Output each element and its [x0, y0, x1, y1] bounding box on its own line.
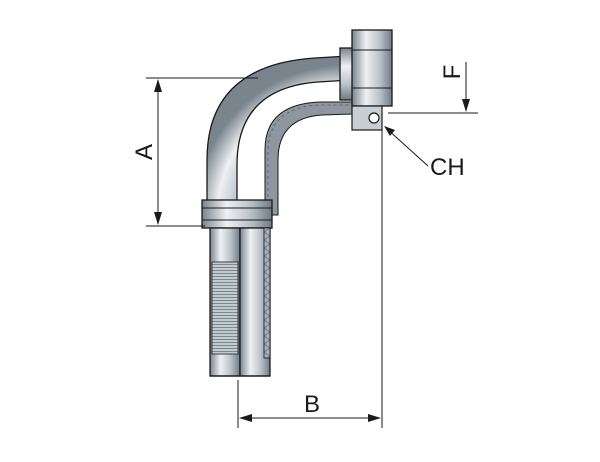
label-a: A — [131, 144, 158, 160]
label-b: B — [304, 391, 320, 418]
thread-section — [211, 261, 239, 355]
label-ch: CH — [430, 154, 465, 181]
inner-bore — [264, 101, 353, 216]
callout-ch: CH — [384, 126, 465, 181]
rib-section — [263, 227, 271, 359]
b-arrow-right — [368, 414, 381, 422]
f-arrow — [462, 99, 470, 112]
ch-arrow — [384, 126, 395, 136]
a-arrow-bottom — [154, 212, 162, 225]
inner-ribs — [267, 104, 353, 215]
ch-leader-line — [385, 127, 429, 167]
o-ring — [368, 112, 380, 124]
collar-ring — [201, 199, 273, 229]
fitting-body — [201, 29, 393, 377]
label-f: F — [439, 65, 466, 80]
a-arrow-top — [154, 79, 162, 92]
dimension-a: A — [131, 77, 258, 227]
hex-nut — [351, 29, 393, 107]
b-arrow-left — [239, 414, 252, 422]
dimension-b: B — [237, 112, 383, 428]
seat-face — [351, 105, 383, 131]
dimension-f: F — [388, 62, 478, 114]
